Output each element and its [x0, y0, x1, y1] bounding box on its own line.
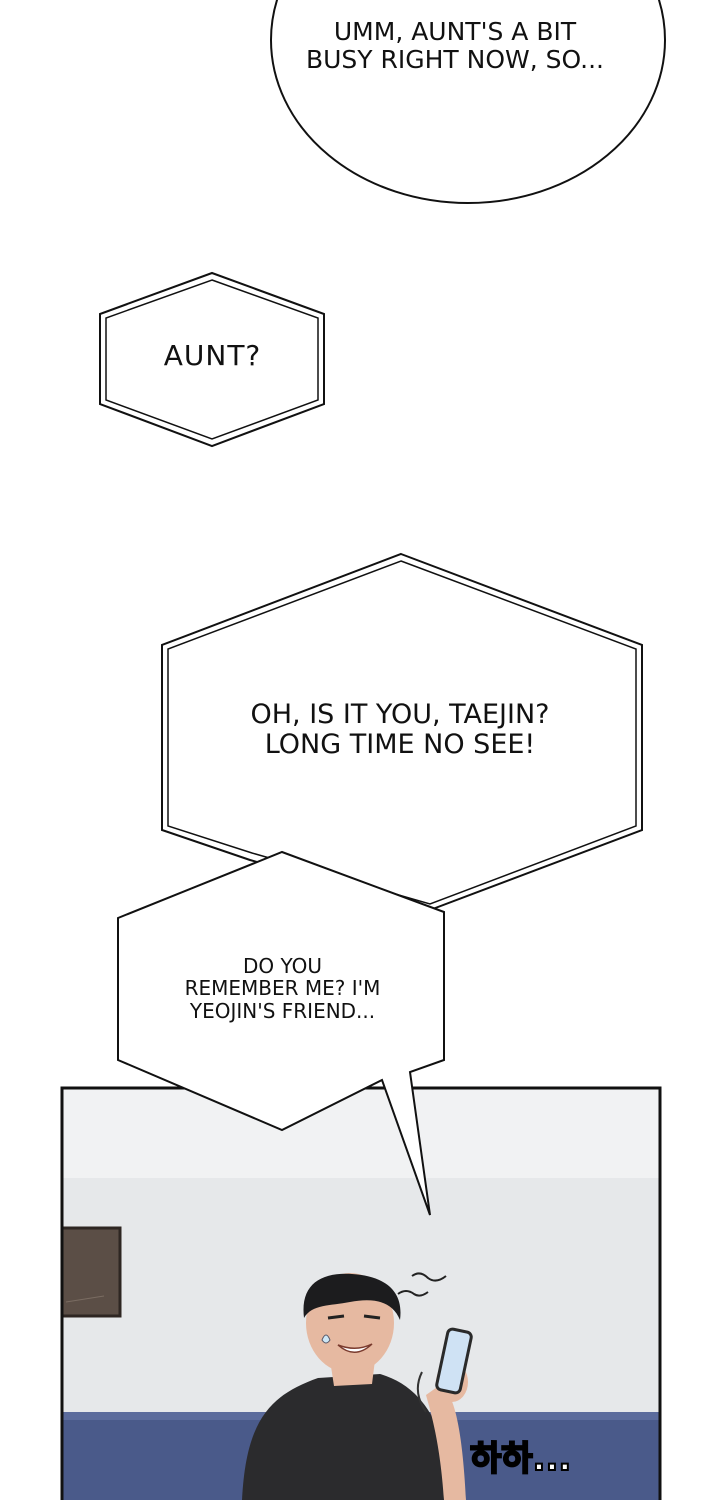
phone-icon — [435, 1327, 473, 1395]
comic-panel — [60, 1086, 662, 1500]
picture-frame — [60, 1226, 122, 1318]
top-speech-text: UMM, AUNT'S A BIT BUSY RIGHT NOW, SO... — [305, 17, 605, 74]
taejin-greeting-text: OH, IS IT YOU, TAEJIN? LONG TIME NO SEE! — [250, 699, 550, 761]
oval-speech-bubble — [270, 0, 666, 204]
aunt-question-text: AUNT? — [163, 339, 262, 372]
man-arm — [426, 1385, 466, 1500]
man-hair — [303, 1273, 401, 1320]
remember-me-text: DO YOU REMEMBER ME? I'M YEOJIN'S FRIEND.… — [184, 954, 381, 1023]
hex-bubble-aunt — [99, 271, 325, 448]
laugh-sfx: 하하... — [469, 1439, 572, 1479]
man-shirt — [242, 1374, 454, 1500]
hex-bubble-remember — [117, 850, 445, 1216]
